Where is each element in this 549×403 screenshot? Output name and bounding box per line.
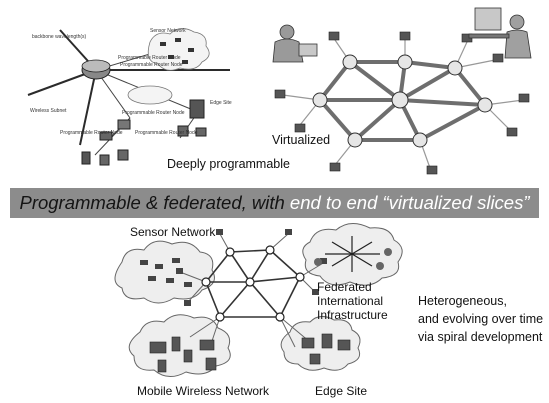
- deeply-programmable-caption: Deeply programmable: [167, 157, 290, 171]
- banner-text-highlight: end to end “virtualized slices”: [289, 192, 530, 213]
- programmable-network-illustration: [27, 28, 230, 166]
- federated-slices-banner: Programmable & federated, with end to en…: [10, 188, 539, 218]
- hetero-line-1: Heterogeneous,: [418, 294, 507, 308]
- hetero-line-3: via spiral development: [418, 330, 543, 344]
- federated-line-1: Federated: [317, 280, 372, 294]
- router-label-c: Programmable Router Node: [122, 110, 185, 116]
- hetero-line-2: and evolving over time: [418, 312, 544, 326]
- mobile-wireless-network-label: Mobile Wireless Network: [137, 384, 270, 398]
- federated-infrastructure-illustration: [114, 223, 403, 377]
- router-label-d: Programmable Router Node: [135, 130, 198, 136]
- heterogeneous-description: Heterogeneous, and evolving over time vi…: [418, 292, 543, 346]
- edge-site-cloud: [280, 316, 361, 371]
- virtualized-mesh-illustration: [272, 7, 532, 175]
- federated-line-2: International: [317, 294, 384, 308]
- edge-site-small-label: Edge Site: [210, 100, 232, 106]
- virtualized-caption: Virtualized: [272, 133, 331, 147]
- edge-site-label: Edge Site: [315, 384, 368, 398]
- federated-line-3: Infrastructure: [317, 308, 388, 322]
- banner-text-dark: Programmable & federated, with: [19, 192, 290, 213]
- router-label-b: Programmable Router Node: [120, 62, 183, 68]
- router-label-a: Programmable Router Node: [118, 55, 181, 61]
- banner-text: Programmable & federated, with end to en…: [10, 188, 539, 218]
- router-label-e: Programmable Router Node: [60, 130, 123, 136]
- sensor-network-cloud: [114, 240, 215, 304]
- federated-infrastructure-label: Federated International Infrastructure: [317, 280, 388, 322]
- sensor-network-small-label: Sensor Network: [150, 28, 186, 34]
- sensor-network-label: Sensor Network: [130, 225, 216, 239]
- wireless-subnet-label: Wireless Subnet: [30, 108, 67, 114]
- backbone-label: backbone wavelength(s): [32, 34, 87, 40]
